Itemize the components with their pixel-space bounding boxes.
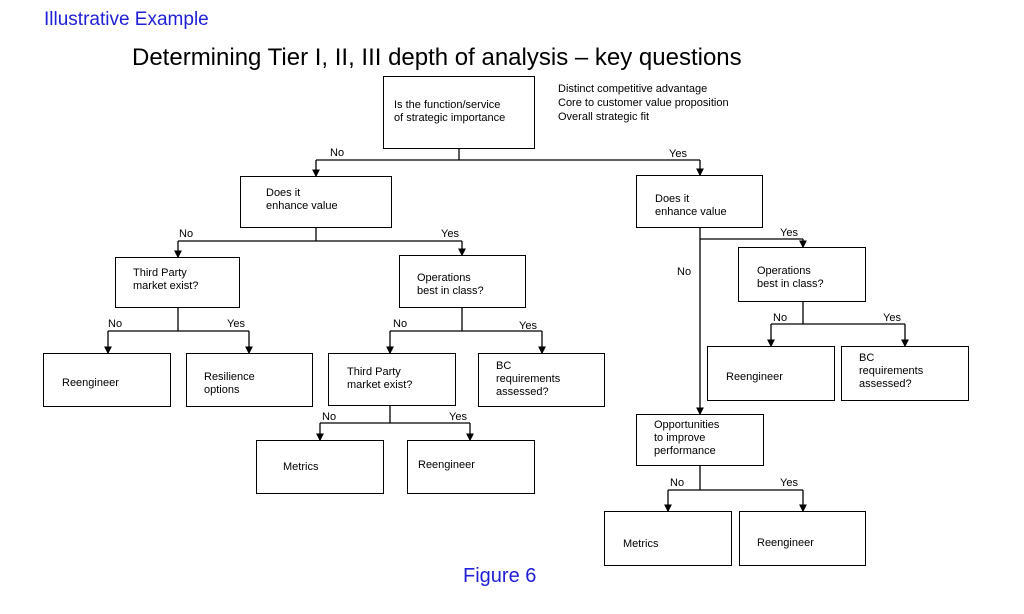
criteria-item: Overall strategic fit	[558, 111, 650, 123]
node-metrics-mid: Metrics	[256, 440, 384, 494]
edge-label-no: No	[322, 411, 337, 423]
strategic-criteria-list: Distinct competitive advantage Core to c…	[558, 82, 729, 124]
edge-label-yes: Yes	[883, 312, 901, 324]
edge-label-no: No	[179, 228, 194, 240]
node-ops-best-right: Operations best in class?	[738, 247, 866, 302]
diagram-title: Determining Tier I, II, III depth of ana…	[132, 44, 742, 71]
figure-caption: Figure 6	[463, 565, 537, 587]
edge-label-no: No	[330, 147, 345, 159]
node-third-party-left: Third Party market exist?	[115, 257, 240, 308]
edge-label-yes: Yes	[449, 411, 467, 423]
node-reengineer-left: Reengineer	[43, 353, 171, 407]
criteria-item: Distinct competitive advantage	[558, 83, 708, 95]
edge-label-yes: Yes	[519, 320, 537, 332]
node-third-party-mid: Third Party market exist?	[328, 353, 456, 406]
edge-label-no: No	[108, 318, 123, 330]
edge-label-yes: Yes	[780, 477, 798, 489]
node-opportunities: Opportunities to improve performance	[636, 414, 764, 466]
node-reengineer-mid: Reengineer	[407, 440, 535, 494]
node-metrics-right: Metrics	[604, 511, 732, 566]
edge-label-no: No	[393, 318, 408, 330]
node-bc-requirements-mid: BC requirements assessed?	[478, 353, 605, 407]
edge-label-yes: Yes	[780, 227, 798, 239]
node-ops-best-left: Operations best in class?	[399, 255, 526, 308]
edge-label-yes: Yes	[669, 148, 687, 160]
node-enhance-value-left: Does it enhance value	[240, 176, 392, 228]
edge-label-no: No	[773, 312, 788, 324]
node-bc-requirements-right: BC requirements assessed?	[841, 346, 969, 401]
edge-label-no: No	[677, 266, 692, 278]
criteria-item: Core to customer value proposition	[558, 97, 729, 109]
node-strategic-importance: Is the function/service of strategic imp…	[383, 76, 535, 149]
edge-label-yes: Yes	[441, 228, 459, 240]
node-enhance-value-right: Does it enhance value	[636, 175, 763, 228]
edge-label-yes: Yes	[227, 318, 245, 330]
edge-label-no: No	[670, 477, 685, 489]
node-resilience-options: Resilience options	[186, 353, 313, 407]
node-reengineer-right: Reengineer	[707, 346, 835, 401]
illustrative-example-label: Illustrative Example	[44, 9, 209, 30]
node-reengineer-bottom: Reengineer	[739, 511, 866, 566]
